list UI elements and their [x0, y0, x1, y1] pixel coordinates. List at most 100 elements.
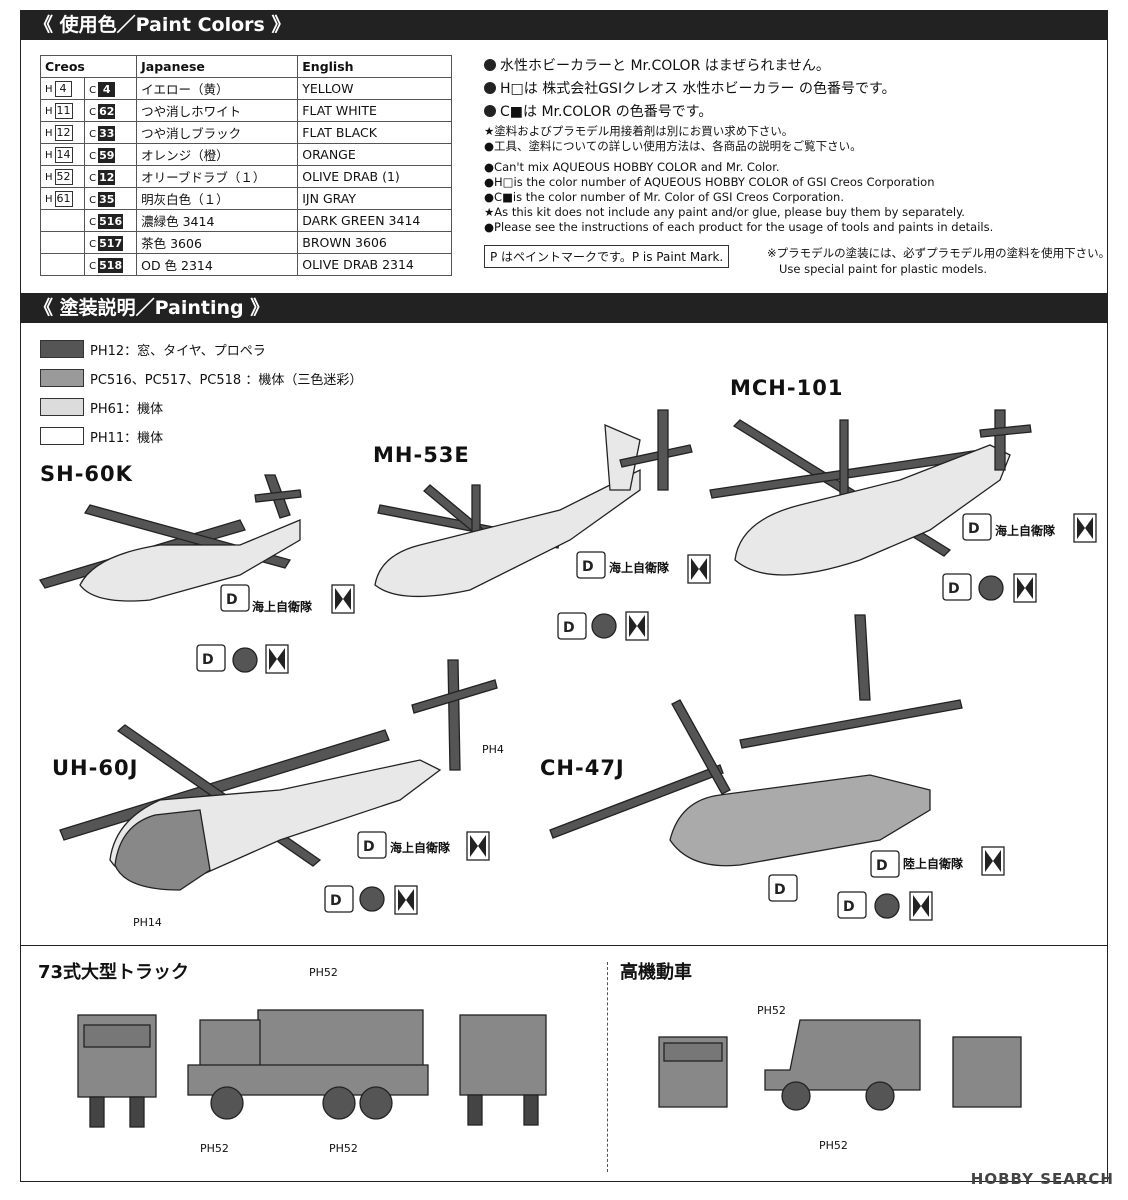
note-jp5: ●工具、塗料についての詳しい使用方法は、各商品の説明をご覧下さい。: [484, 139, 862, 153]
japanese-cell: イエロー（黄）: [136, 77, 299, 100]
japanese-cell: 茶色 3606: [136, 231, 299, 254]
ref-uh60j-ph14: PH14: [133, 916, 162, 929]
english-cell: OLIVE DRAB 2314: [297, 253, 452, 276]
ref-truck-ph52-left: PH52: [200, 1142, 229, 1155]
label-mh53e: MH-53E: [373, 443, 470, 467]
japanese-cell: OD 色 2314: [136, 253, 299, 276]
legend-item-camo: PC516、PC517、PC518 ：機体（三色迷彩）: [40, 369, 362, 388]
h-code-cell: [39, 253, 86, 276]
svg-text:D: D: [202, 652, 214, 668]
label-mch101: MCH-101: [730, 376, 844, 400]
marking-ch47j: 陸上自衛隊: [903, 857, 964, 871]
paint-colors-banner: 《 使用色／Paint Colors 》: [20, 10, 1108, 40]
swatch-gray: [40, 398, 84, 416]
label-sh60k: SH-60K: [40, 462, 133, 486]
svg-text:D: D: [563, 620, 575, 636]
note-en2: ●H□is the color number of AQUEOUS HOBBY …: [484, 175, 935, 189]
note-jp2: H□は 株式会社GSIクレオス 水性ホビーカラー の色番号です。: [484, 78, 1104, 101]
paint-notes: 水性ホビーカラーと Mr.COLOR はまぜられません。 H□は 株式会社GSI…: [484, 55, 1104, 235]
legend-item-gray: PH61：機体: [40, 398, 163, 417]
japanese-cell: オリーブドラブ（１）: [136, 165, 299, 188]
legend-item-white: PH11：機体: [40, 427, 163, 446]
svg-text:D: D: [843, 899, 855, 915]
label-uh60j: UH-60J: [52, 756, 139, 780]
svg-text:D: D: [226, 592, 238, 608]
swatch-camo: [40, 369, 84, 387]
english-cell: FLAT BLACK: [297, 121, 452, 144]
col-creos: Creos: [39, 55, 138, 78]
note-en4: ★As this kit does not include any paint …: [484, 205, 965, 219]
japanese-cell: つや消しブラック: [136, 121, 299, 144]
painting-banner: 《 塗装説明／Painting 》: [20, 293, 1108, 323]
marking-sh60k: 海上自衛隊: [252, 600, 313, 614]
ref-hmv-ph52-top: PH52: [757, 1004, 786, 1017]
mh53e-drawing: D D: [374, 409, 711, 641]
bullet-icon: [484, 105, 496, 117]
truck-title: 73式大型トラック: [38, 962, 190, 983]
note-jp3: C■は Mr.COLOR の色番号です。: [484, 101, 1104, 124]
vehicles-divider: [20, 945, 1108, 946]
marking-mch101: 海上自衛隊: [995, 524, 1056, 538]
label-ch47j: CH-47J: [540, 756, 625, 780]
svg-text:D: D: [968, 521, 980, 537]
swatch-dark: [40, 340, 84, 358]
bullet-icon: [484, 59, 496, 71]
ref-uh60j-ph4: PH4: [482, 743, 504, 756]
col-japanese: Japanese: [136, 55, 299, 78]
note-jp4: ★塗料およびプラモデル用接着剤は別にお買い求め下さい。: [484, 124, 794, 138]
swatch-white: [40, 427, 84, 445]
svg-text:D: D: [330, 893, 342, 909]
uh60j-drawing: D D: [59, 659, 498, 915]
ref-truck-ph52-top: PH52: [309, 966, 338, 979]
svg-text:D: D: [948, 581, 960, 597]
english-cell: FLAT WHITE: [297, 99, 452, 122]
svg-text:D: D: [363, 839, 375, 855]
japanese-cell: 明灰白色（１）: [136, 187, 299, 210]
note-jp1: 水性ホビーカラーと Mr.COLOR はまぜられません。: [484, 55, 1104, 78]
svg-text:D: D: [774, 882, 786, 898]
vehicles-separator: [607, 962, 608, 1172]
note-en1: ●Can't mix AQUEOUS HOBBY COLOR and Mr. C…: [484, 160, 780, 174]
note-en5: ●Please see the instructions of each pro…: [484, 220, 994, 234]
marking-mh53e: 海上自衛隊: [609, 561, 670, 575]
bullet-icon: [484, 82, 496, 94]
legend-item-dark: PH12：窓、タイヤ、プロペラ: [40, 340, 266, 359]
mch101-drawing: D D: [709, 409, 1097, 603]
english-cell: DARK GREEN 3414: [297, 209, 452, 232]
note-en3: ●C■is the color number of Mr. Color of G…: [484, 190, 844, 204]
ref-hmv-ph52-bottom: PH52: [819, 1139, 848, 1152]
sh60k-drawing: D D: [38, 474, 355, 674]
hobby-search-watermark: HOBBY SEARCH: [970, 1170, 1114, 1188]
paint-mark-note: P はペイントマークです。P is Paint Mark.: [484, 245, 730, 268]
english-cell: OLIVE DRAB (1): [297, 165, 452, 188]
svg-text:D: D: [876, 858, 888, 874]
ref-truck-ph52-right: PH52: [329, 1142, 358, 1155]
ch47j-drawing: D D D: [549, 614, 1005, 921]
plastic-paint-note: ※プラモデルの塗装には、必ずプラモデル用の塗料を使用下さい。 Use speci…: [767, 246, 1111, 276]
svg-text:D: D: [582, 559, 594, 575]
hmv-title: 高機動車: [620, 962, 692, 983]
